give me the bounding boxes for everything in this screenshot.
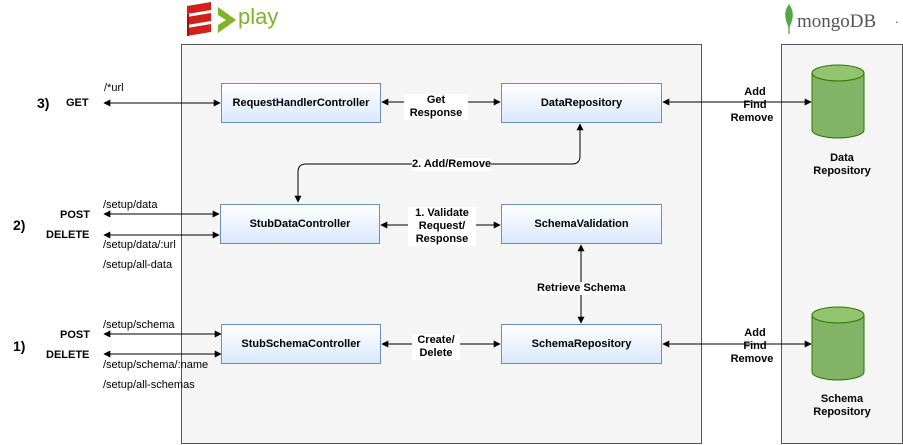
mongo-leaf-icon [785, 4, 793, 34]
database-cylinder-icon [811, 306, 865, 381]
group-1-number: 1) [13, 338, 26, 354]
get-response-label: Get Response [404, 94, 468, 120]
route-setup-schema-name: /setup/schema/:name [103, 359, 209, 371]
route-setup-all-data: /setup/all-data [103, 259, 173, 271]
play-logo-text: play [238, 4, 279, 29]
data-repository-db-label: Data Repository [813, 152, 871, 177]
route-setup-all-schemas: /setup/all-schemas [103, 379, 195, 391]
mongodb-logo-mark: . [895, 11, 899, 26]
route-setup-data-url: /setup/data/:url [103, 239, 176, 251]
schema-validation-node[interactable]: SchemaValidation [501, 204, 662, 244]
post-method-label: POST [60, 209, 90, 221]
get-method-label: GET [66, 97, 89, 109]
mongodb-logo-text: mongoDB [797, 11, 877, 32]
add-remove-label: 2. Add/Remove [412, 158, 492, 171]
stub-data-controller-node[interactable]: StubDataController [220, 204, 380, 244]
validate-label: 1. Validate Request/ Response [408, 207, 476, 246]
schema-repository-node[interactable]: SchemaRepository [501, 324, 662, 364]
schema-db-ops-label: Add Find Remove [730, 327, 774, 365]
data-repository-node[interactable]: DataRepository [501, 83, 662, 123]
data-db-ops-label: Add Find Remove [730, 86, 774, 124]
play-chevron-icon [218, 7, 236, 33]
stub-schema-controller-node[interactable]: StubSchemaController [221, 324, 381, 364]
group-2-number: 2) [13, 217, 26, 233]
post-method-label: POST [60, 329, 90, 341]
request-handler-controller-node[interactable]: RequestHandlerController [221, 83, 381, 123]
route-setup-data: /setup/data [103, 199, 158, 211]
delete-method-label: DELETE [46, 349, 90, 361]
route-url-label: /*url [104, 82, 124, 94]
retrieve-schema-label: Retrieve Schema [537, 282, 626, 295]
scala-logo-icon [187, 2, 211, 36]
route-setup-schema: /setup/schema [103, 319, 175, 331]
create-delete-label: Create/ Delete [412, 334, 460, 360]
group-3-number: 3) [37, 95, 50, 111]
schema-repository-db-label: Schema Repository [813, 393, 871, 418]
database-cylinder-icon [811, 64, 865, 139]
delete-method-label: DELETE [46, 229, 90, 241]
